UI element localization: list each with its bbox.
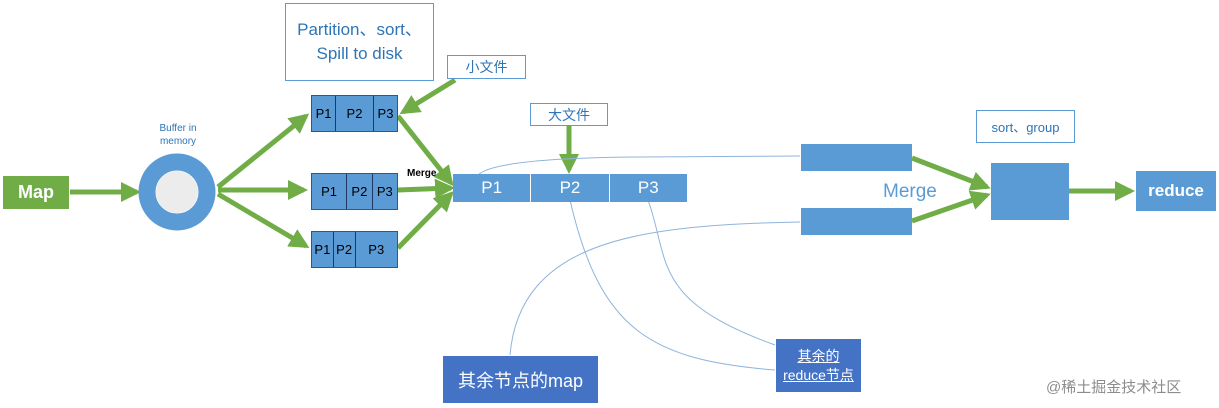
big-file-box: 大文件 <box>530 103 608 126</box>
spill-cell: P1 <box>312 96 337 131</box>
reduce-box: reduce <box>1136 171 1216 211</box>
spill-file-3: P1 P2 P3 <box>311 231 398 268</box>
arrow-spill3-to-merged <box>396 191 454 250</box>
line-p3-to-otherreduce <box>647 199 776 346</box>
arrow-spill2-to-merged <box>397 178 455 199</box>
spill-cell: P1 <box>312 232 334 267</box>
merge-spill-label: Merge <box>407 168 437 179</box>
reduce-input-segment-2 <box>801 208 912 235</box>
line-othermap-to-segment2 <box>509 221 801 356</box>
spill-cell: P1 <box>312 174 348 209</box>
spill-cell: P2 <box>347 174 373 209</box>
arrow-spill1-to-merged <box>396 114 454 187</box>
big-file-label: 大文件 <box>548 106 590 123</box>
map-label: Map <box>18 182 54 202</box>
merged-cell: P3 <box>637 178 659 197</box>
merged-reduce-input <box>991 163 1069 220</box>
reduce-label: reduce <box>1148 181 1204 200</box>
spill-cell: P3 <box>376 184 393 199</box>
arrow-segment1-to-merge <box>911 155 991 191</box>
merged-partition-file: P1 P2 P3 <box>453 174 687 202</box>
spill-file-2: P1 P2 P3 <box>311 173 398 210</box>
buffer-label: Buffer in memory <box>159 123 197 147</box>
merged-cell: P2 <box>531 174 610 202</box>
buffer-ring-icon <box>138 153 216 231</box>
merged-cell: P1 <box>453 174 532 202</box>
arrow-buffer-to-spill3 <box>216 191 310 249</box>
other-reduce-label-line1: 其余的 <box>797 347 840 364</box>
arrow-buffer-to-spill1 <box>216 113 310 189</box>
arrow-smallfile-to-spill1 <box>399 77 457 115</box>
merge-reduce-label: Merge <box>883 181 937 202</box>
reduce-input-segment-1 <box>801 144 912 171</box>
arrow-segment2-to-merge <box>911 190 991 224</box>
spill-cell: P2 <box>334 232 356 267</box>
spill-file-1: P1 P2 P3 <box>311 95 398 132</box>
partition-sort-spill-label: Partition、sort、Spill to disk <box>297 20 422 63</box>
small-file-box: 小文件 <box>447 55 526 79</box>
line-p1-to-segment1 <box>477 155 801 176</box>
line-p2-to-otherreduce <box>569 199 776 371</box>
watermark-text: @稀土掘金技术社区 <box>1046 379 1182 396</box>
partition-sort-spill-box: Partition、sort、Spill to disk <box>285 3 434 81</box>
small-file-label: 小文件 <box>465 59 508 75</box>
sort-group-label: sort、group <box>991 120 1060 135</box>
spill-cell: P3 <box>377 106 394 121</box>
other-node-map-box: 其余节点的map <box>443 356 598 403</box>
other-reduce-label-line2: reduce节点 <box>783 366 854 383</box>
map-box: Map <box>3 176 69 209</box>
sort-group-box: sort、group <box>976 110 1075 143</box>
spill-cell: P3 <box>368 242 385 257</box>
spill-cell: P2 <box>336 96 374 131</box>
other-reduce-nodes-box: 其余的 reduce节点 <box>776 339 861 392</box>
other-node-map-label: 其余节点的map <box>457 370 583 391</box>
